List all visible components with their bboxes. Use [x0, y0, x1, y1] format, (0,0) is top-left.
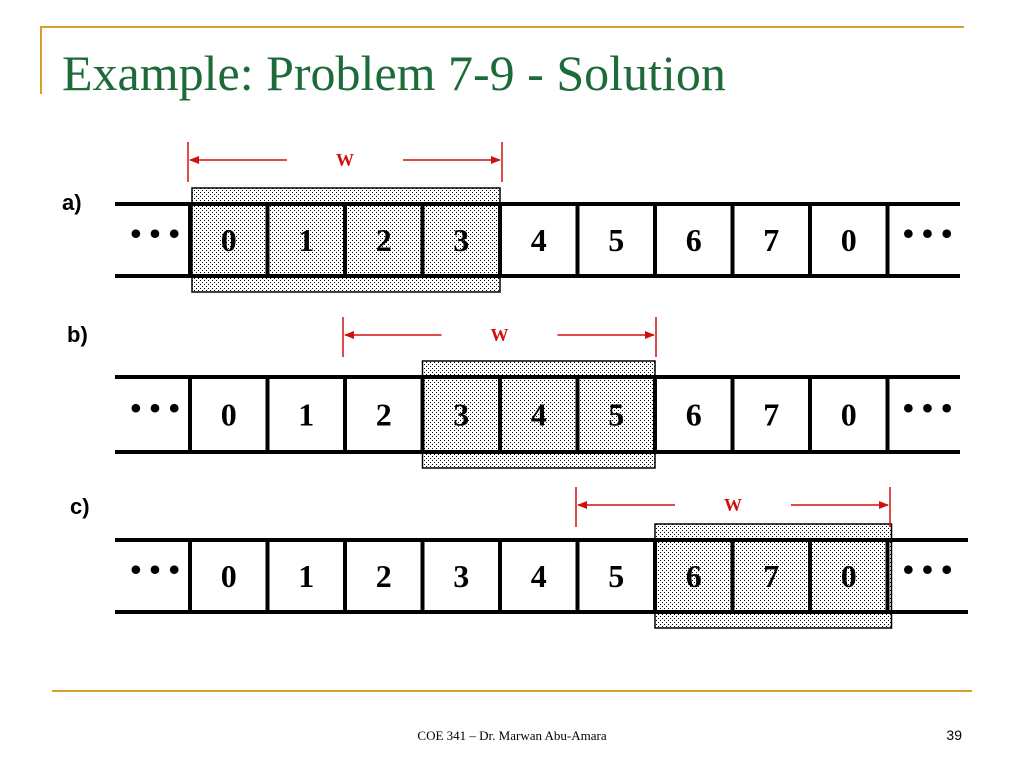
cell-1-5: 5 — [608, 397, 624, 433]
row-label-a: a) — [62, 190, 82, 215]
window-label-0: W — [336, 150, 354, 170]
footer-line — [52, 690, 972, 692]
window-label-1: W — [491, 325, 509, 345]
row-label-b: b) — [67, 322, 88, 347]
ellipsis-left-2: • • • — [130, 551, 180, 587]
cell-0-4: 4 — [531, 222, 547, 258]
cell-1-3: 3 — [453, 397, 469, 433]
ellipsis-right-0: • • • — [903, 215, 953, 251]
cell-0-8: 0 — [841, 222, 857, 258]
cell-2-0: 0 — [221, 558, 237, 594]
cell-0-3: 3 — [453, 222, 469, 258]
cell-2-6: 6 — [686, 558, 702, 594]
cell-2-5: 5 — [608, 558, 624, 594]
cell-1-0: 0 — [221, 397, 237, 433]
cell-1-2: 2 — [376, 397, 392, 433]
cell-2-1: 1 — [298, 558, 314, 594]
cell-1-1: 1 — [298, 397, 314, 433]
cell-2-8: 0 — [841, 558, 857, 594]
cell-0-5: 5 — [608, 222, 624, 258]
cell-0-2: 2 — [376, 222, 392, 258]
slide-title: Example: Problem 7-9 - Solution — [62, 45, 726, 101]
title-frame-left-line — [40, 26, 42, 94]
cell-0-7: 7 — [763, 222, 779, 258]
cell-0-1: 1 — [298, 222, 314, 258]
cell-1-6: 6 — [686, 397, 702, 433]
cell-1-8: 0 — [841, 397, 857, 433]
cell-0-0: 0 — [221, 222, 237, 258]
cell-1-7: 7 — [763, 397, 779, 433]
ellipsis-right-1: • • • — [903, 390, 953, 426]
cell-2-3: 3 — [453, 558, 469, 594]
footer-text: COE 341 – Dr. Marwan Abu-Amara — [417, 728, 607, 743]
cell-1-4: 4 — [531, 397, 547, 433]
cell-2-4: 4 — [531, 558, 547, 594]
ellipsis-left-0: • • • — [130, 215, 180, 251]
cell-2-7: 7 — [763, 558, 779, 594]
row-label-c: c) — [70, 494, 90, 519]
window-label-2: W — [724, 495, 742, 515]
cell-2-2: 2 — [376, 558, 392, 594]
title-frame-top-line — [40, 26, 964, 28]
ellipsis-right-2: • • • — [903, 551, 953, 587]
ellipsis-left-1: • • • — [130, 390, 180, 426]
page-number: 39 — [946, 727, 962, 743]
cell-0-6: 6 — [686, 222, 702, 258]
